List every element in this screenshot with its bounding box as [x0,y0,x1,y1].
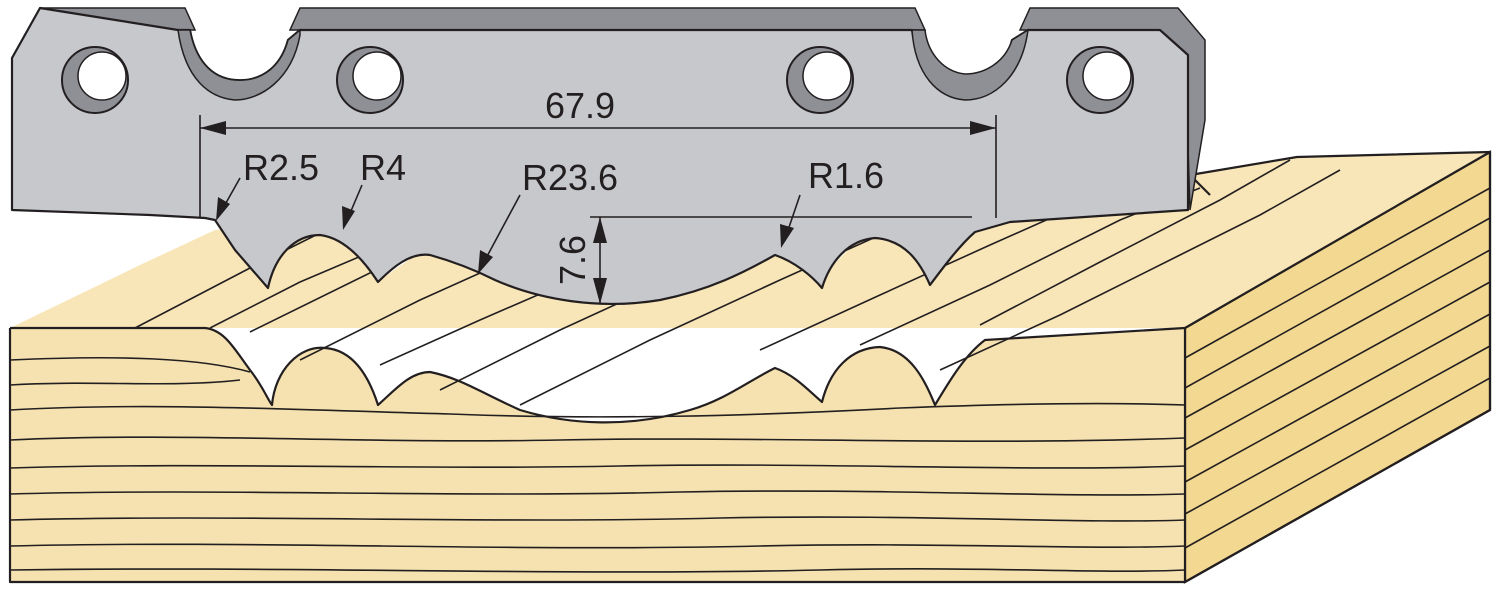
radius-label: R23.6 [522,157,618,198]
mounting-hole [786,46,854,114]
wood-top-back-edge [1188,150,1491,196]
wood-front-grain [9,356,1186,573]
cutter-blade [10,6,1206,306]
blade-notch-right [911,28,1029,101]
radius-label: R4 [360,147,406,188]
radius-callout-r1-6: R1.6 [780,155,884,248]
radius-callout-r23-6: R23.6 [478,157,618,274]
wood-front-outline [8,328,1187,584]
wood-end-grain [1184,187,1491,549]
wood-back-edge [1184,150,1492,583]
radius-callout-r2-5: R2.5 [216,147,319,221]
depth-label: 7.6 [552,235,593,285]
radius-label: R1.6 [808,155,884,196]
depth-arrow-bottom [593,278,607,304]
dimension-annotations: 67.9 7.6 R2.5 R4 R23.6 R1.6 [199,85,997,304]
mounting-hole [61,46,129,114]
blade-notch-left [177,28,301,101]
depth-arrow-top [593,217,607,243]
mounting-hole [336,46,404,114]
width-arrow-right [970,121,996,135]
radius-label: R2.5 [243,147,319,188]
width-arrow-left [200,121,226,135]
blade-holes [61,46,1134,114]
radius-callout-r4: R4 [342,147,406,230]
mounting-hole [1066,46,1134,114]
width-label: 67.9 [545,85,615,126]
